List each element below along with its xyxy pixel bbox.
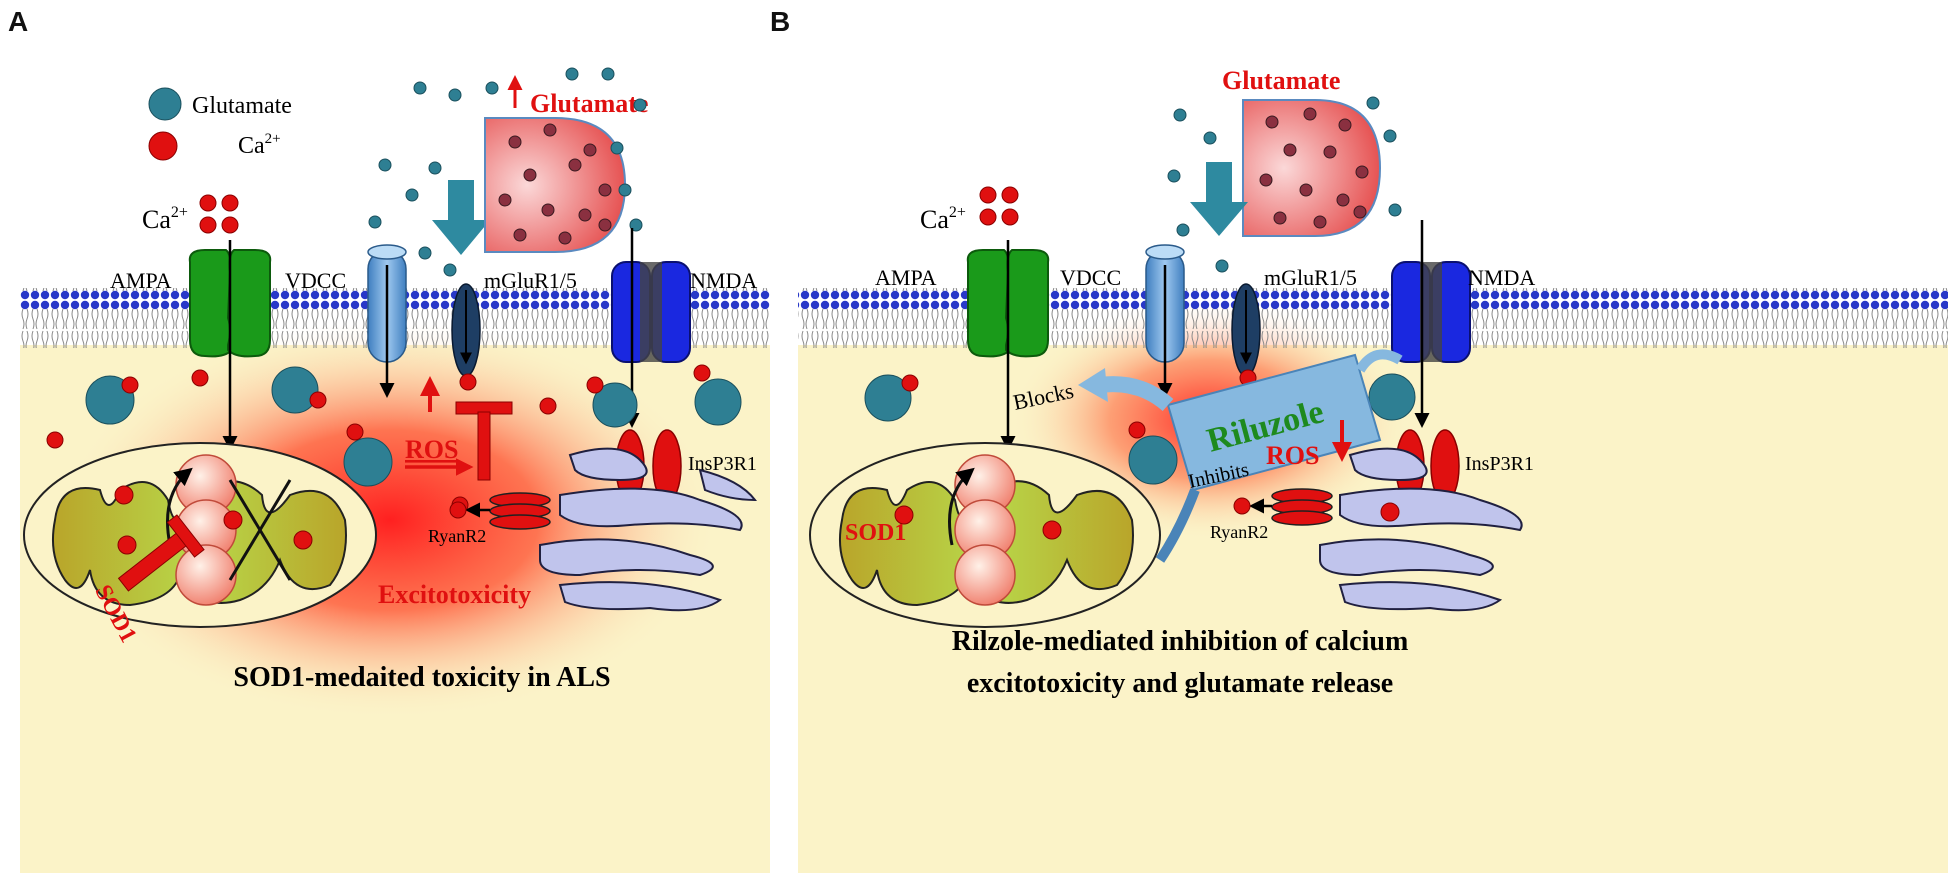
panel-b-caption-line1: Rilzole-mediated inhibition of calcium <box>952 626 1409 657</box>
panel-a-nmda-label: NMDA <box>690 268 757 293</box>
panel-b-ryanr2 <box>1271 488 1333 526</box>
panel-b-ryanr2-label: RyanR2 <box>1210 522 1268 542</box>
legend-glutamate-dot <box>148 87 182 121</box>
panel-a-excitotoxicity-label: Excitotoxicity <box>378 580 531 609</box>
panel-a-inhibition-bar <box>455 401 513 481</box>
panel-b-blocks-arrowhead <box>1078 368 1108 402</box>
panel-b-ros-label: ROS <box>1266 441 1319 470</box>
panel-b-ca-cluster <box>979 186 1019 226</box>
panel-a-nmda-receptor <box>611 261 691 363</box>
panel-a-vdcc-label: VDCC <box>285 268 346 293</box>
panel-b-riluzole-box <box>1166 353 1382 492</box>
panel-b-inhibits-curve <box>1155 488 1200 563</box>
panel-b-blocks-arrow <box>1099 376 1174 412</box>
panel-b-vdcc-label: VDCC <box>1060 265 1121 290</box>
panel-a-caption: SOD1-medaited toxicity in ALS <box>233 662 610 693</box>
panel-a: Glutamate Ca2+ Ca2+ AMPA VDCC mGluR1/5 <box>20 67 770 873</box>
panel-a-ryanr2 <box>489 492 551 530</box>
panel-b-ca-label: Ca2+ <box>920 204 966 234</box>
panel-a-ampa-label: AMPA <box>110 268 172 293</box>
panel-a-ros-label: ROS <box>405 435 458 464</box>
panel-a-ryanr2-calcium <box>449 501 467 519</box>
panel-b-ampa-label: AMPA <box>875 265 937 290</box>
panel-b-sod1-label: SOD1 <box>845 520 906 546</box>
panel-a-letter: A <box>8 6 29 37</box>
panel-a-er <box>539 447 758 612</box>
legend-calcium-dot <box>148 131 178 161</box>
panel-b-mglur-label: mGluR1/5 <box>1264 265 1357 290</box>
panel-b-nmda-curve <box>1355 349 1403 373</box>
panel-a-insp3r1-label: InsP3R1 <box>688 453 757 475</box>
panel-b-letter: B <box>770 6 791 37</box>
panel-b-release-arrow <box>1190 162 1248 236</box>
panel-a-glutamate-up-label: Glutamate <box>530 89 648 118</box>
panel-b-vesicle <box>1242 99 1382 237</box>
panel-b-er-calcium <box>1380 502 1400 522</box>
panel-b-glutamate-label: Glutamate <box>1222 66 1340 95</box>
panel-b-caption-line2: excitotoxicity and glutamate release <box>967 668 1393 699</box>
panel-b-glutamate-dots <box>1167 96 1402 273</box>
panel-a-ca-cluster <box>199 194 239 234</box>
legend-calcium-label: Ca2+ <box>238 131 281 159</box>
panel-b-ryanr2-calcium <box>1233 497 1251 515</box>
panel-b-nmda-receptor <box>1391 261 1471 363</box>
panel-a-ampa-receptor <box>188 249 272 358</box>
legend-glutamate-label: Glutamate <box>192 93 292 119</box>
panel-b-mitochondrion <box>809 442 1161 628</box>
panel-a-vesicle <box>484 117 627 253</box>
panel-b-insp3r1-label: InsP3R1 <box>1465 453 1534 475</box>
panel-a-cytoplasm-glutamate <box>85 366 742 487</box>
panel-a-release-arrow <box>432 180 490 255</box>
panel-b-cytoplasm-glutamate <box>864 373 1416 485</box>
panel-b: Glutamate Ca2+ AMPA <box>798 66 1948 873</box>
panel-a-ca-label: Ca2+ <box>142 204 188 234</box>
panel-a-glutamate-dots <box>368 67 647 277</box>
panel-b-cytoplasm-calcium <box>901 369 1257 439</box>
panel-b-nmda-label: NMDA <box>1468 265 1535 290</box>
panel-a-ryanr2-label: RyanR2 <box>428 526 486 546</box>
panel-a-mitochondrion <box>23 442 377 628</box>
panel-a-mglur-label: mGluR1/5 <box>484 268 577 293</box>
